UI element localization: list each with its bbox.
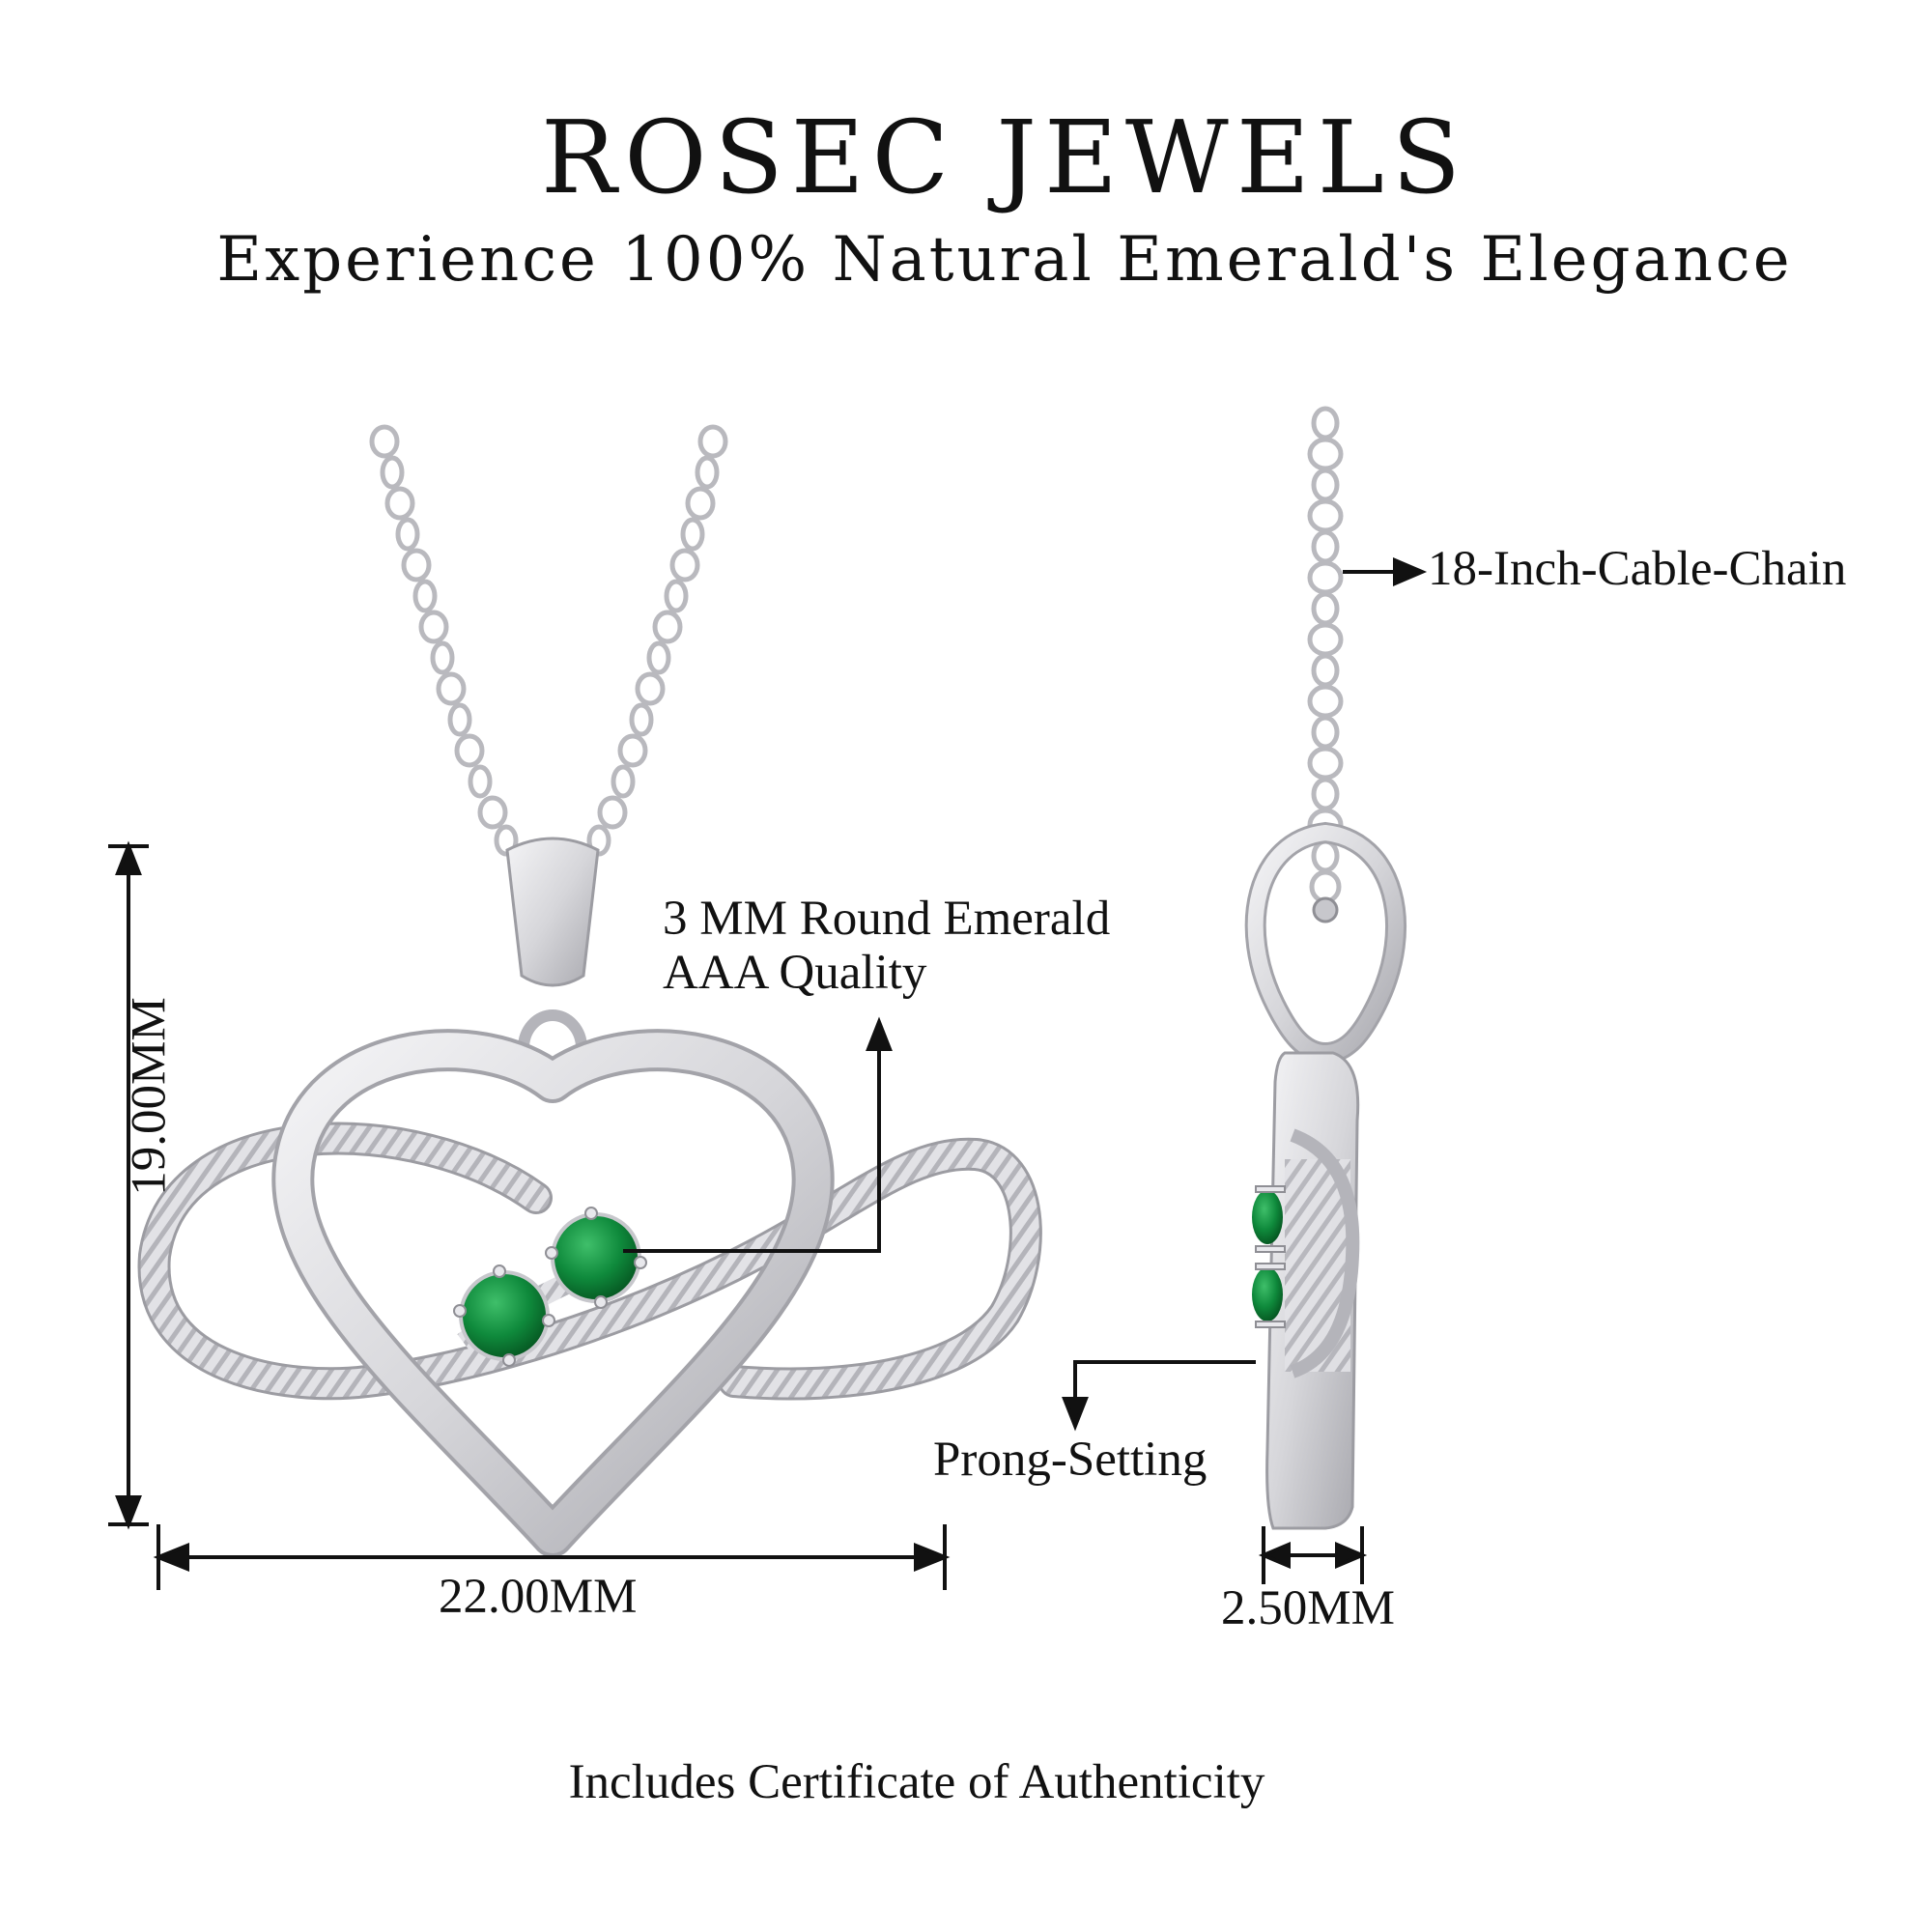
depth-label: 2.50MM bbox=[1221, 1581, 1395, 1635]
front-chain bbox=[369, 424, 728, 857]
stone-callout-line2: AAA Quality bbox=[663, 946, 927, 1000]
tagline: Experience 100% Natural Emerald's Elegan… bbox=[216, 224, 1793, 296]
side-body bbox=[1252, 1051, 1360, 1530]
depth-dimension bbox=[1258, 1526, 1368, 1584]
front-heart bbox=[271, 1029, 835, 1557]
chain-leader bbox=[1343, 556, 1428, 587]
front-chain-left bbox=[369, 424, 519, 857]
front-infinity-rope bbox=[137, 1122, 1042, 1401]
width-dimension bbox=[153, 1524, 951, 1590]
front-chain-right bbox=[586, 424, 728, 857]
height-dimension bbox=[108, 840, 149, 1530]
width-label: 22.00MM bbox=[439, 1570, 638, 1624]
emerald-leader bbox=[623, 1016, 893, 1253]
certificate-note: Includes Certificate of Authenticity bbox=[568, 1755, 1265, 1809]
prong-leader bbox=[1062, 1360, 1256, 1432]
height-label: 19.00MM bbox=[122, 997, 177, 1196]
brand-title: ROSEC JEWELS bbox=[540, 99, 1469, 216]
side-bail bbox=[1244, 821, 1406, 1065]
setting-callout: Prong-Setting bbox=[933, 1433, 1208, 1487]
stone-callout-line1: 3 MM Round Emerald bbox=[663, 892, 1111, 946]
front-emeralds bbox=[453, 1207, 647, 1367]
chain-callout: 18-Inch-Cable-Chain bbox=[1428, 542, 1847, 596]
